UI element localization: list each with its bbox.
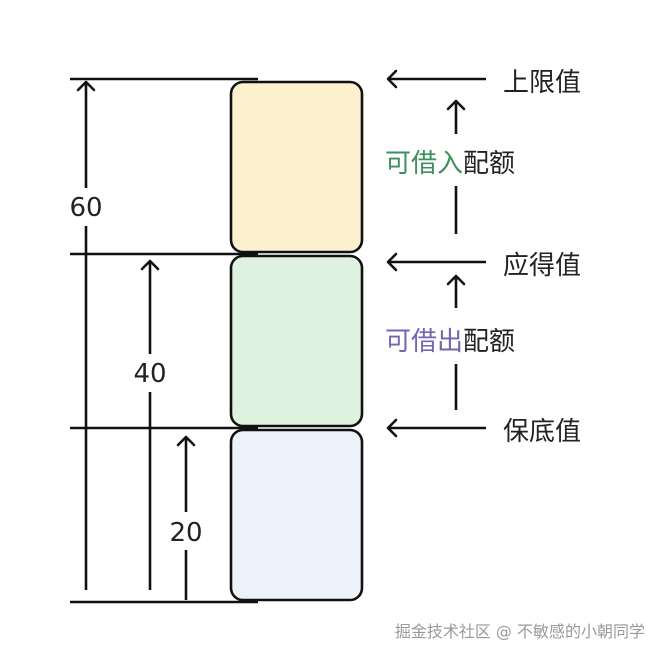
measure-40-label: 40 [133,359,166,389]
measure-20-label: 20 [169,518,202,548]
upper-segment [229,80,364,254]
guaranteed-value-label: 保底值 [503,417,581,447]
borrowable-quota-highlight: 可借出 [385,327,463,357]
expected-value-label: 应得值 [503,251,581,281]
guaranteed-segment [229,428,364,602]
upper-limit-label: 上限值 [503,68,581,98]
lendable-quota-rest: 配额 [463,149,515,179]
expected-segment [229,254,364,428]
borrowable-quota-rest: 配额 [463,327,515,357]
borrowable-quota-label: 可借出配额 [385,327,515,357]
lendable-quota-highlight: 可借入 [385,149,463,179]
lendable-quota-label: 可借入配额 [385,149,515,179]
watermark-text: 掘金技术社区 @ 不敏感的小朝同学 [395,622,645,641]
measure-60-label: 60 [69,193,102,223]
